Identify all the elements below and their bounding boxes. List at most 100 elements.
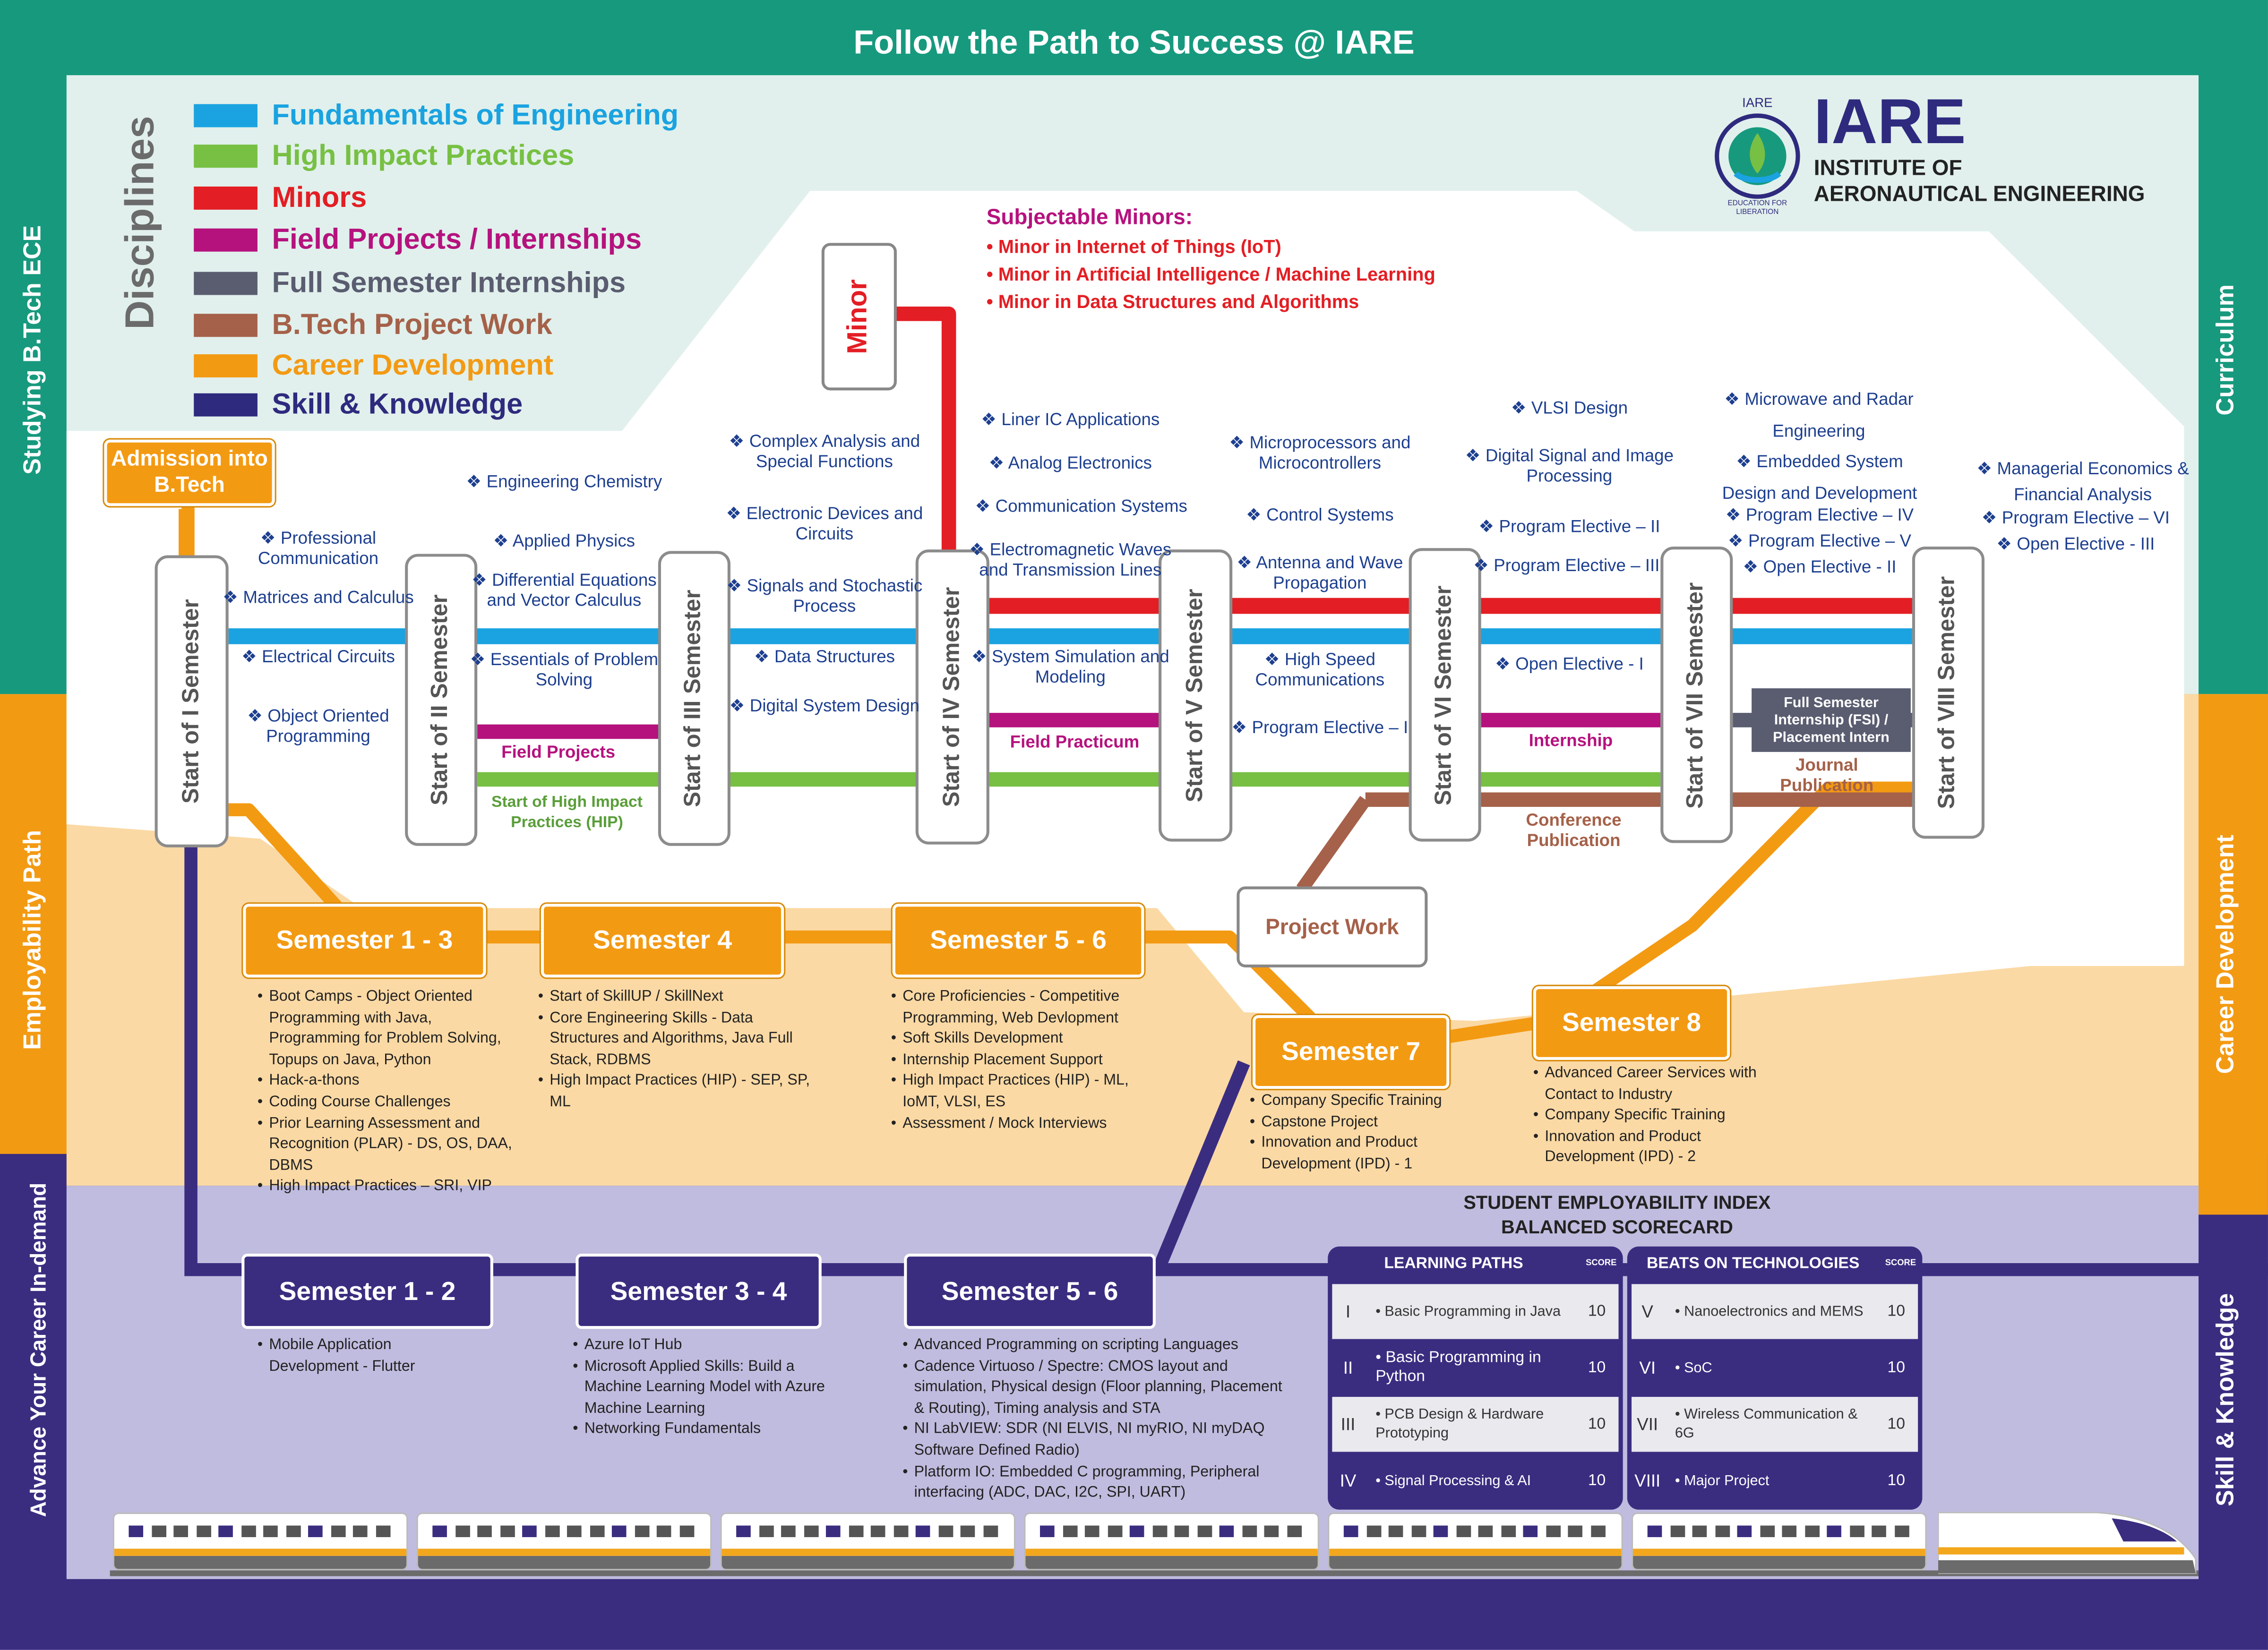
train-window (1219, 1525, 1234, 1538)
semester-8-pill: Start of VIII Semester (1912, 547, 1984, 839)
train-window (1872, 1525, 1886, 1538)
legend-swatch (194, 228, 258, 252)
legend-label: Fundamentals of Engineering (272, 99, 679, 131)
semester-3-pill: Start of III Semester (658, 551, 730, 846)
train-window (241, 1525, 256, 1538)
train-window (848, 1525, 863, 1538)
train-window (1523, 1525, 1538, 1538)
topic: ❖ Antenna and Wave Propagation (1237, 552, 1403, 593)
beats-card: BEATS ON TECHNOLOGIES SCORE V• Nanoelect… (1627, 1246, 1923, 1510)
career-semester-8: Semester 8 (1533, 986, 1730, 1060)
legend-hip: High Impact Practices (194, 139, 574, 171)
topic: ❖ Open Elective - III (1996, 533, 2155, 554)
career-list-7: Company Specific Training Capstone Proje… (1250, 1090, 1481, 1175)
topic: ❖ Electronic Devices and Circuits (726, 503, 923, 544)
legend-skill: Skill & Knowledge (194, 388, 523, 420)
fsi-box: Full Semester Internship (FSI) / Placeme… (1752, 688, 1911, 752)
row-text: • Wireless Communication & 6G (1675, 1407, 1858, 1442)
topic: ❖ Analog Electronics (988, 453, 1152, 473)
legend-label: Full Semester Internships (272, 266, 626, 299)
train-window (1568, 1525, 1582, 1538)
row-text: • Signal Processing & AI (1375, 1472, 1531, 1489)
train-window (196, 1525, 211, 1538)
train-window (1737, 1525, 1752, 1538)
row-text: • PCB Design & Hardware Prototyping (1375, 1407, 1544, 1442)
train-window (1804, 1525, 1819, 1538)
score-label: SCORE (1586, 1259, 1617, 1268)
train-window (1411, 1525, 1426, 1538)
train-window (375, 1525, 390, 1538)
train-car (416, 1513, 712, 1571)
topic: ❖ Program Elective – III (1473, 555, 1660, 576)
score-label: SCORE (1885, 1259, 1916, 1268)
skill-list-1-2: Mobile Application Development - Flutter (258, 1334, 474, 1376)
project-work-box: Project Work (1237, 886, 1428, 967)
row-number: III (1340, 1414, 1356, 1435)
semester-label: Start of IV Semester (939, 587, 964, 807)
topic: ❖ System Simulation and Modeling (971, 646, 1169, 687)
semester-1-pill: Start of I Semester (155, 555, 229, 847)
beats-header: BEATS ON TECHNOLOGIES SCORE (1627, 1247, 1922, 1281)
topic: ❖ Digital System Design (729, 695, 920, 716)
legend-swatch (194, 393, 258, 417)
list-item: Microsoft Applied Skills: Build a Machin… (573, 1356, 827, 1419)
topic: ❖ Program Elective – V (1727, 530, 1912, 551)
minor-box-label: Minor (843, 279, 874, 354)
topic: ❖ Matrices and Calculus (223, 587, 414, 607)
career-list-5-6: Core Proficiencies - Competitive Program… (891, 986, 1151, 1134)
train-window (218, 1525, 233, 1538)
list-item: Start of SkillUP / SkillNext (538, 986, 822, 1008)
row-number: V (1641, 1301, 1653, 1322)
list-item: Innovation and Product Development (IPD)… (1250, 1132, 1481, 1174)
legend-fundamentals: Fundamentals of Engineering (194, 99, 679, 131)
train-window (1478, 1525, 1493, 1538)
train-track (110, 1570, 2199, 1576)
minors-title: Subjectable Minors: (986, 205, 1193, 230)
train-window (352, 1525, 368, 1538)
topic: ❖ Program Elective – II (1478, 516, 1660, 537)
topic: ❖ VLSI Design (1511, 397, 1628, 418)
semester-label: Start of V Semester (1182, 589, 1207, 803)
internship-label: Internship (1529, 730, 1613, 751)
list-item: High Impact Practices (HIP) - SEP, SP, M… (538, 1070, 822, 1112)
legend-fsi: Full Semester Internships (194, 266, 626, 299)
topic: ❖ Liner IC Applications (981, 409, 1160, 430)
list-item: High Impact Practices (HIP) - ML, IoMT, … (891, 1070, 1151, 1112)
band-label-advance: Advance Your Career In-demand (26, 1182, 52, 1517)
train-window (611, 1525, 627, 1538)
train-window (1500, 1525, 1515, 1538)
skill-list-5-6: Advanced Programming on scripting Langua… (902, 1334, 1287, 1503)
legend-swatch (194, 104, 258, 128)
train-window (432, 1525, 447, 1538)
train-window (589, 1525, 604, 1538)
topic: ❖ Control Systems (1246, 504, 1394, 525)
minor-item: • Minor in Artificial Intelligence / Mac… (986, 263, 1435, 285)
semester-label: Start of VIII Semester (1935, 576, 1960, 809)
train-window (477, 1525, 492, 1538)
train-window (1286, 1525, 1301, 1538)
train-window (1197, 1525, 1211, 1538)
train-undercarriage (1329, 1556, 1622, 1569)
topic: ❖ Open Elective - II (1743, 556, 1897, 577)
semester-label: Start of VII Semester (1684, 581, 1709, 808)
topic: ❖ Essentials of Problem Solving (470, 649, 659, 690)
legend-field-projects: Field Projects / Internships (194, 223, 642, 255)
legend-career: Career Development (194, 349, 553, 381)
train-window (1715, 1525, 1729, 1538)
topic: ❖ Signals and Stochastic Process (726, 575, 923, 616)
list-item: Azure IoT Hub (573, 1334, 827, 1356)
topic: ❖ Electromagnetic Waves and Transmission… (969, 539, 1172, 580)
minor-item: • Minor in Internet of Things (IoT) (986, 235, 1281, 257)
train-window (825, 1525, 841, 1538)
semester-label: Start of VI Semester (1432, 585, 1457, 805)
skill-rise (1151, 1060, 1250, 1275)
fsi-label: Full Semester Internship (FSI) / Placeme… (1773, 695, 1890, 746)
topic: ❖ Microprocessors and Microcontrollers (1229, 432, 1411, 473)
topic: ❖ Digital Signal and Image Processing (1465, 445, 1674, 486)
train-car (112, 1513, 408, 1571)
